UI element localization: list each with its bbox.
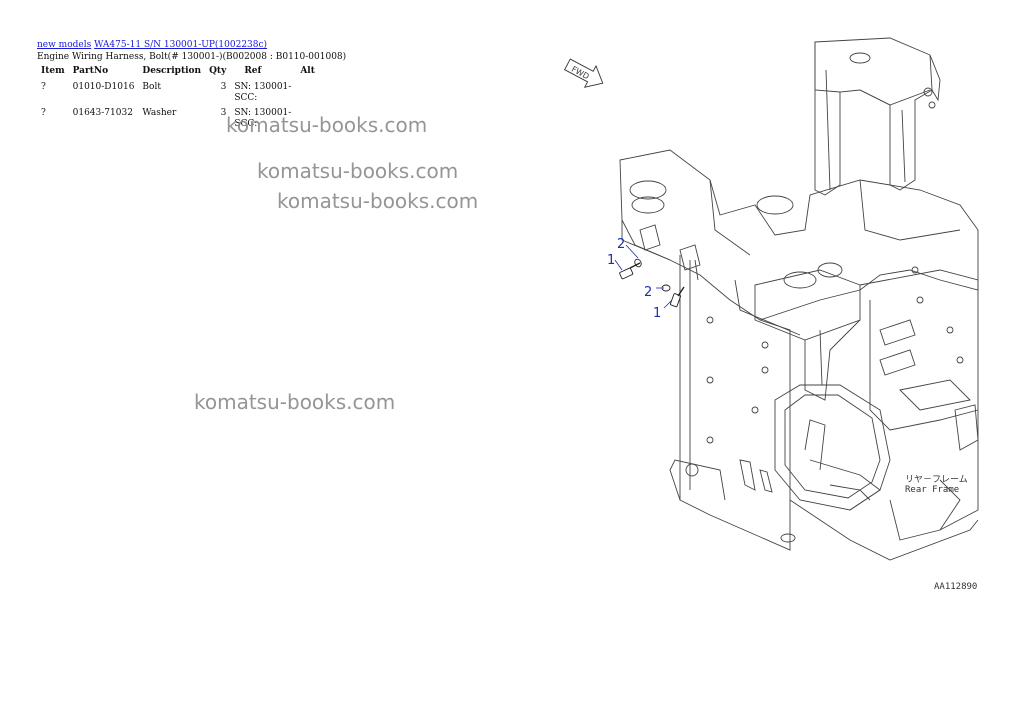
callout-number: 2 [644, 285, 652, 300]
bolt-icon [669, 286, 685, 308]
mounting-bracket [639, 224, 701, 281]
table-row: ? 01010-D1016 Bolt 3 SN: 130001-SCC: [37, 80, 319, 106]
cell-alt [296, 80, 319, 106]
cell-description: Bolt [142, 82, 161, 92]
cell-ref: SN: 130001-SCC: [234, 108, 292, 129]
frame-right-wall [859, 266, 979, 541]
washer-icon [634, 258, 642, 268]
cell-item: ? [41, 108, 46, 118]
header-description: Description [142, 66, 202, 76]
cell-qty: 3 [220, 108, 227, 118]
bolt-icon [619, 262, 641, 280]
callout-number: 1 [607, 253, 615, 268]
frame-center-member [754, 269, 861, 401]
parts-diagram: FWD [564, 37, 979, 592]
watermark: komatsu-books.com [277, 189, 479, 213]
fwd-arrow-icon: FWD [564, 58, 604, 88]
watermark: komatsu-books.com [194, 390, 396, 414]
cell-ref: SN: 130001-SCC: [234, 82, 292, 103]
watermark: komatsu-books.com [257, 159, 459, 183]
cell-description: Washer [142, 108, 177, 118]
callout-number: 1 [653, 306, 661, 321]
breadcrumb: new models WA475-11 S/N 130001-UP(100223… [37, 40, 267, 51]
frame-label-en: Rear Frame [905, 485, 959, 495]
header-ref: Ref [244, 66, 262, 76]
frame-label-jp: リヤ－フレーム [905, 474, 968, 485]
upper-bracket [814, 37, 941, 196]
page-title: Engine Wiring Harness, Bolt(# 130001-)(B… [37, 52, 347, 62]
breadcrumb-link-new-models[interactable]: new models [37, 40, 92, 50]
cell-qty: 3 [220, 82, 227, 92]
table-row: ? 01643-71032 Washer 3 SN: 130001-SCC: [37, 106, 319, 132]
callout-number: 2 [617, 237, 625, 252]
frame-left-wall [669, 255, 801, 551]
frame-hitch [739, 384, 979, 561]
cell-partno: 01643-71032 [72, 108, 133, 118]
cell-alt [296, 106, 319, 132]
breadcrumb-link-model[interactable]: WA475-11 S/N 130001-UP(1002238c) [94, 40, 268, 50]
header-qty: Qty [209, 66, 227, 76]
header-partno: PartNo [72, 66, 109, 76]
cell-partno: 01010-D1016 [72, 82, 135, 92]
header-alt: Alt [300, 66, 315, 76]
drawing-code: AA112890 [934, 582, 977, 592]
parts-table: Item PartNo Description Qty Ref Alt ? 01… [37, 64, 319, 132]
cell-item: ? [41, 82, 46, 92]
header-item: Item [41, 66, 65, 76]
frame-top-plate [619, 149, 979, 321]
fwd-label: FWD [570, 65, 591, 82]
callout-leaders [614, 244, 673, 309]
table-header-row: Item PartNo Description Qty Ref Alt [37, 64, 319, 80]
